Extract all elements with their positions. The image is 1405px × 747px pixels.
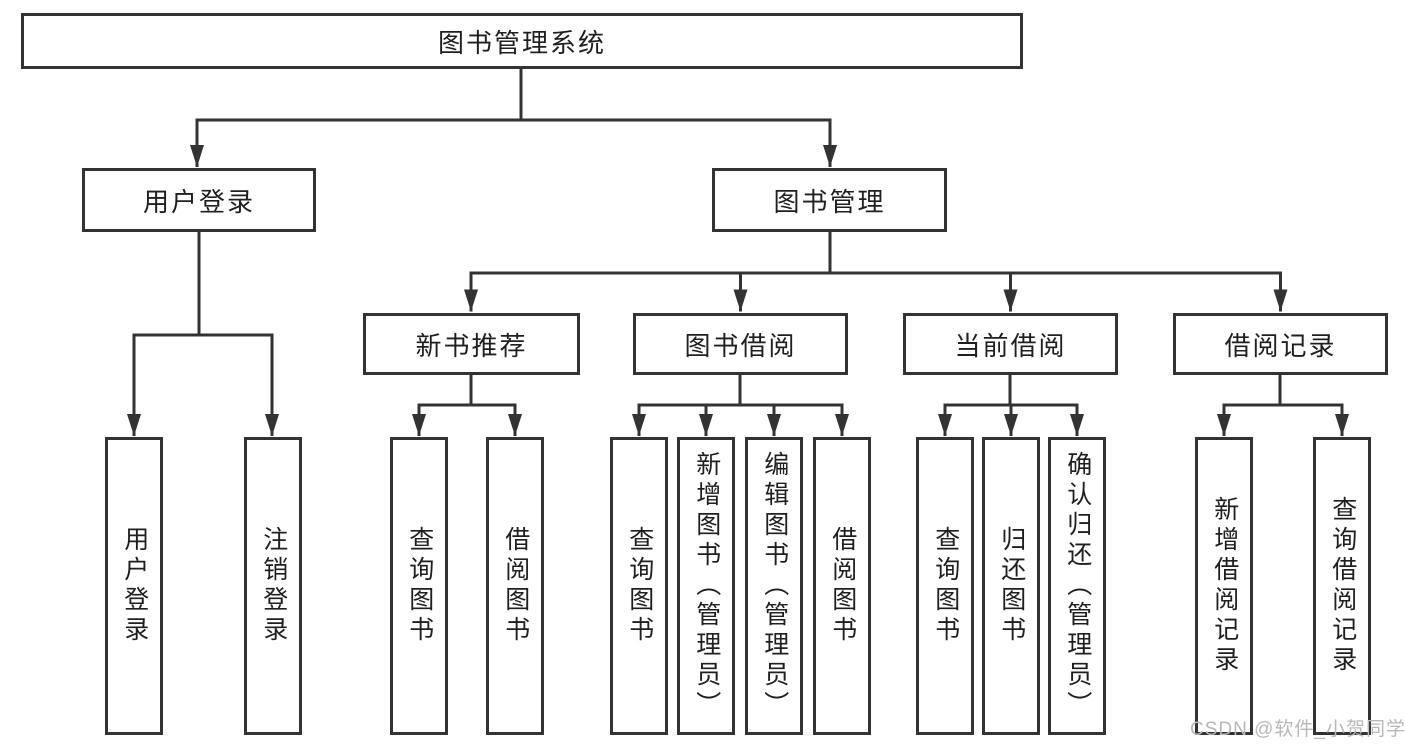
leaf-label: 查询图书 — [625, 526, 654, 646]
leaf-borrow-query-books: 查询图书 — [610, 437, 668, 735]
leaf-label: 借阅图书 — [828, 526, 857, 646]
leaf-label: 查询借阅记录 — [1328, 496, 1357, 676]
leaf-label: 注销登录 — [259, 526, 288, 646]
node-label: 图书管理系统 — [437, 27, 606, 58]
node-label: 用户登录 — [142, 186, 255, 217]
leaf-recommend-query-books: 查询图书 — [390, 437, 448, 735]
node-label: 当前借阅 — [954, 330, 1067, 361]
leaf-label: 查询图书 — [405, 526, 434, 646]
node-label: 新书推荐 — [415, 330, 528, 361]
leaf-label: 借阅图书 — [501, 526, 530, 646]
node-borrow-records: 借阅记录 — [1173, 313, 1388, 375]
leaf-label: 编辑图书（管理员） — [760, 451, 789, 721]
leaf-label: 确认归还（管理员） — [1063, 451, 1092, 721]
node-user-login: 用户登录 — [82, 168, 316, 232]
node-book-borrow: 图书借阅 — [633, 313, 848, 375]
leaf-current-confirm-return-admin: 确认归还（管理员） — [1048, 437, 1106, 735]
leaf-records-query-record: 查询借阅记录 — [1313, 437, 1371, 735]
leaf-current-query-books: 查询图书 — [916, 437, 974, 735]
leaf-user-login: 用户登录 — [105, 437, 163, 735]
leaf-borrow-edit-books-admin: 编辑图书（管理员） — [745, 437, 803, 735]
leaf-label: 查询图书 — [931, 526, 960, 646]
leaf-recommend-borrow-books: 借阅图书 — [486, 437, 544, 735]
node-root-library-management-system: 图书管理系统 — [21, 13, 1023, 69]
node-label: 图书管理 — [773, 186, 886, 217]
node-new-book-recommend: 新书推荐 — [363, 313, 580, 375]
leaf-records-add-record: 新增借阅记录 — [1195, 437, 1253, 735]
leaf-label: 归还图书 — [997, 526, 1026, 646]
leaf-borrow-borrow-books: 借阅图书 — [813, 437, 871, 735]
csdn-watermark: CSDN @软件_小贺同学 — [1190, 719, 1405, 740]
leaf-borrow-add-books-admin: 新增图书（管理员） — [677, 437, 735, 735]
leaf-label: 新增图书（管理员） — [692, 451, 721, 721]
leaf-label: 新增借阅记录 — [1210, 496, 1239, 676]
leaf-current-return-books: 归还图书 — [982, 437, 1040, 735]
leaf-logout: 注销登录 — [244, 437, 302, 735]
node-current-borrow: 当前借阅 — [903, 313, 1118, 375]
node-label: 借阅记录 — [1224, 330, 1337, 361]
node-label: 图书借阅 — [684, 330, 797, 361]
node-book-management: 图书管理 — [712, 168, 947, 232]
leaf-label: 用户登录 — [120, 526, 149, 646]
